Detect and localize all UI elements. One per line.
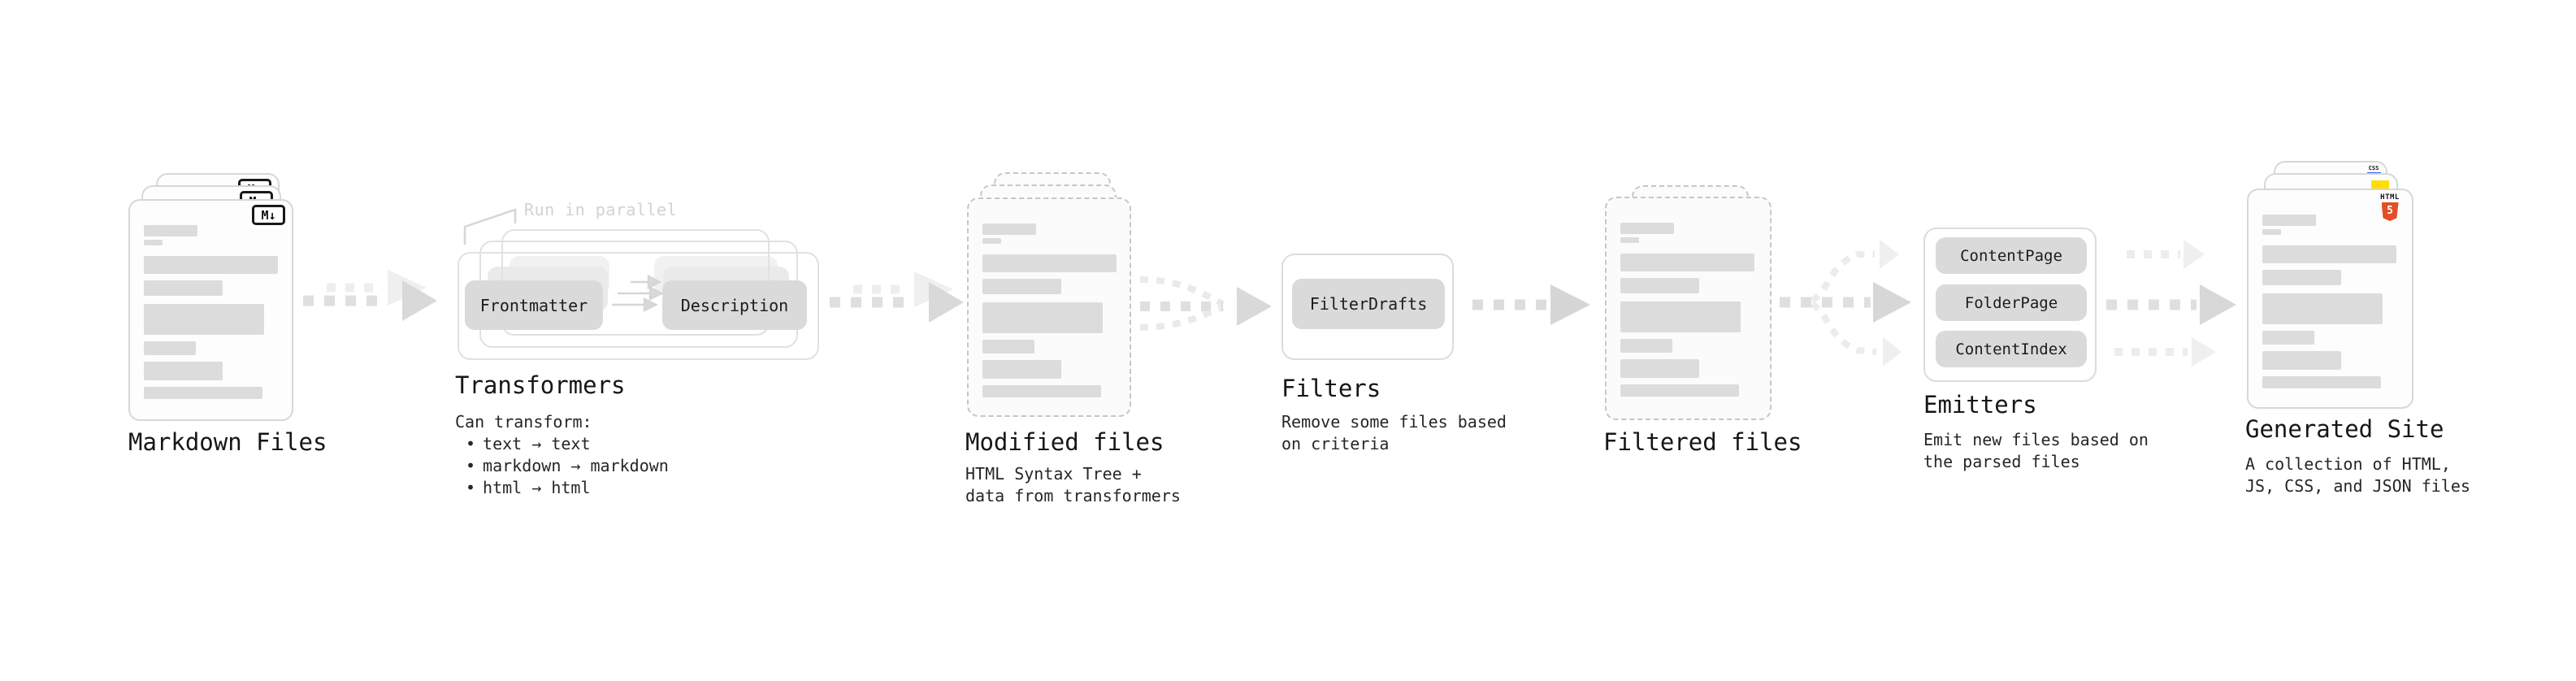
text-placeholder-bar [1620, 359, 1699, 378]
modified-files-label: Modified files [965, 428, 1164, 456]
modified-page-front [967, 197, 1131, 417]
text-placeholder-bar [144, 225, 197, 236]
text-placeholder-bar [982, 302, 1103, 333]
text-placeholder-bar [1620, 384, 1739, 397]
arrows-emitters-to-generated [2106, 240, 2236, 367]
markdown-icon: M↓ [252, 205, 285, 225]
caption-line: HTML Syntax Tree + [965, 464, 1142, 484]
transformers-caption: Can transform: •text → text •markdown → … [455, 411, 669, 499]
text-placeholder-bar [2262, 229, 2281, 235]
arrow-filters-to-filtered [1472, 284, 1590, 325]
arrow-markdown-to-transformers [303, 270, 437, 321]
filtered-page-front [1605, 197, 1772, 420]
js-icon [2371, 180, 2389, 189]
text-placeholder-bar [982, 254, 1117, 272]
generated-site-label: Generated Site [2245, 415, 2444, 443]
caption-line: Remove some files based [1281, 412, 1507, 432]
transformer-stage-description: Description [662, 280, 807, 330]
text-placeholder-bar [144, 387, 262, 399]
arrow-filtered-to-emitters-split [1780, 240, 1911, 367]
text-placeholder-bar [982, 223, 1036, 235]
transformer-stage-frontmatter: Frontmatter [465, 280, 603, 330]
filter-filterdrafts: FilterDrafts [1292, 279, 1445, 329]
transformers-label: Transformers [455, 371, 626, 399]
emitter-contentindex: ContentIndex [1936, 331, 2087, 367]
caption-line: JS, CSS, and JSON files [2245, 476, 2470, 496]
text-placeholder-bar [1620, 339, 1672, 353]
markdown-page-front: M↓ [128, 199, 293, 421]
html5-shield: 5 [2381, 202, 2399, 221]
text-placeholder-bar [2262, 245, 2396, 263]
arrow-transformers-to-modified [830, 271, 964, 323]
emitters-label: Emitters [1923, 391, 2037, 419]
filters-label: Filters [1281, 375, 1381, 402]
text-placeholder-bar [144, 362, 223, 380]
filtered-files-label: Filtered files [1603, 428, 1802, 456]
caption-line: A collection of HTML, [2245, 454, 2451, 474]
arrow-modified-to-filters-merge [1139, 276, 1272, 331]
caption-bullet: •html → html [466, 478, 591, 497]
text-placeholder-bar [982, 385, 1101, 397]
html5-icon: HTML 5 [2378, 193, 2402, 221]
text-placeholder-bar [144, 341, 196, 355]
text-placeholder-bar [1620, 223, 1674, 234]
text-placeholder-bar [2262, 293, 2383, 324]
text-placeholder-bar [1620, 301, 1741, 332]
emitters-caption: Emit new files based on the parsed files [1923, 429, 2149, 473]
emitter-folderpage: FolderPage [1936, 284, 2087, 321]
text-placeholder-bar [144, 256, 278, 274]
text-placeholder-bar [2262, 215, 2316, 226]
text-placeholder-bar [2262, 270, 2341, 285]
text-placeholder-bar [982, 238, 1001, 244]
caption-line: the parsed files [1923, 452, 2080, 471]
caption-line: data from transformers [965, 486, 1181, 505]
text-placeholder-bar [1620, 254, 1754, 271]
filters-caption: Remove some files based on criteria [1281, 411, 1507, 455]
caption-bullet: •text → text [466, 434, 591, 453]
generated-site-caption: A collection of HTML, JS, CSS, and JSON … [2245, 453, 2470, 497]
text-placeholder-bar [982, 360, 1061, 379]
caption-line: Emit new files based on [1923, 430, 2149, 449]
run-in-parallel-note: Run in parallel [524, 200, 678, 219]
text-placeholder-bar [2262, 351, 2341, 370]
caption-bullet: •markdown → markdown [466, 456, 669, 475]
emitter-contentpage: ContentPage [1936, 237, 2087, 274]
text-placeholder-bar [144, 240, 163, 245]
text-placeholder-bar [2262, 376, 2381, 388]
transformer-container-front [458, 252, 819, 360]
markdown-files-label: Markdown Files [128, 428, 327, 456]
text-placeholder-bar [1620, 237, 1639, 243]
text-placeholder-bar [1620, 278, 1699, 293]
text-placeholder-bar [2262, 331, 2314, 345]
generated-page-html: HTML 5 [2247, 189, 2413, 409]
caption-heading: Can transform: [455, 412, 592, 432]
text-placeholder-bar [144, 280, 223, 296]
caption-line: on criteria [1281, 434, 1390, 453]
text-placeholder-bar [144, 304, 264, 335]
text-placeholder-bar [982, 279, 1061, 294]
text-placeholder-bar [982, 340, 1034, 354]
modified-files-caption: HTML Syntax Tree + data from transformer… [965, 463, 1181, 507]
